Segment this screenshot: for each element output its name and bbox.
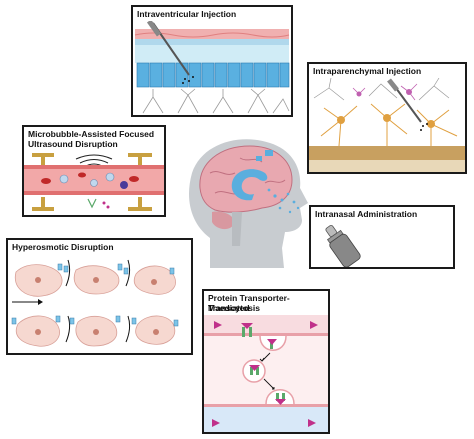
intraparenchymal-panel: Intraparenchymal Injection (307, 62, 467, 174)
hyperosmotic-title: Hyperosmotic Disruption (12, 242, 114, 252)
focused-ultrasound-title-line1: Microbubble-Assisted Focused (28, 129, 155, 139)
cargo-markers (212, 321, 318, 427)
exocytic-fusion (265, 389, 295, 405)
endothelial-cells-row1 (14, 264, 176, 297)
microbubbles (59, 172, 115, 187)
intraparenchymal-title: Intraparenchymal Injection (313, 66, 422, 76)
transcytosis-title-line1: Protein Transporter-Maediated (208, 293, 290, 313)
syringe-needle (146, 21, 190, 76)
intranasal-panel: Intranasal Administration (309, 205, 455, 269)
transition-arrows (65, 259, 131, 343)
transcytosis-panel: Protein Transporter-Maediated Transcytos… (202, 289, 330, 434)
ventricle (231, 169, 268, 201)
neurons (320, 103, 458, 147)
brain-side (204, 407, 328, 432)
red-blood-cells (41, 172, 139, 184)
intraventricular-panel: Intraventricular Injection (131, 5, 293, 117)
focused-ultrasound-title-line2: Ultrasound Disruption (28, 139, 118, 149)
tight-junctions-row1 (57, 263, 175, 275)
syringe-needle (387, 78, 422, 123)
intraventricular-title: Intraventricular Injection (137, 9, 237, 19)
endothelial-cells-row2 (15, 315, 176, 347)
nasal-particles (267, 188, 300, 214)
transcytosis-illustration (204, 315, 328, 432)
head-illustration (189, 139, 308, 268)
pathway-arrows (259, 352, 275, 390)
hyperosmotic-panel: Hyperosmotic Disruption (6, 238, 193, 355)
astrocyte-feet-top (32, 153, 152, 165)
focused-ultrasound-illustration (24, 153, 164, 211)
brainstem (232, 212, 242, 246)
astrocyte-feet-bottom (32, 197, 152, 211)
intraparenchymal-illustration (309, 78, 465, 172)
focused-ultrasound-panel: Microbubble-Assisted Focused Ultrasound … (22, 125, 166, 217)
receptor-top (241, 323, 253, 337)
hyperosmotic-illustration (11, 259, 179, 347)
microglia (352, 83, 418, 101)
blood-side (204, 315, 328, 333)
intranasal-title: Intranasal Administration (315, 209, 418, 219)
transcytosis-title-line2: Transcytosis (208, 303, 260, 313)
tight-junctions-row2 (11, 315, 179, 327)
nasal-spray-bottle (325, 224, 361, 267)
cerebellum (212, 211, 235, 230)
vesicle (242, 359, 266, 383)
intraventricular-illustration (134, 21, 290, 114)
ependymal-cells (136, 62, 290, 88)
flow-arrow (12, 299, 43, 305)
